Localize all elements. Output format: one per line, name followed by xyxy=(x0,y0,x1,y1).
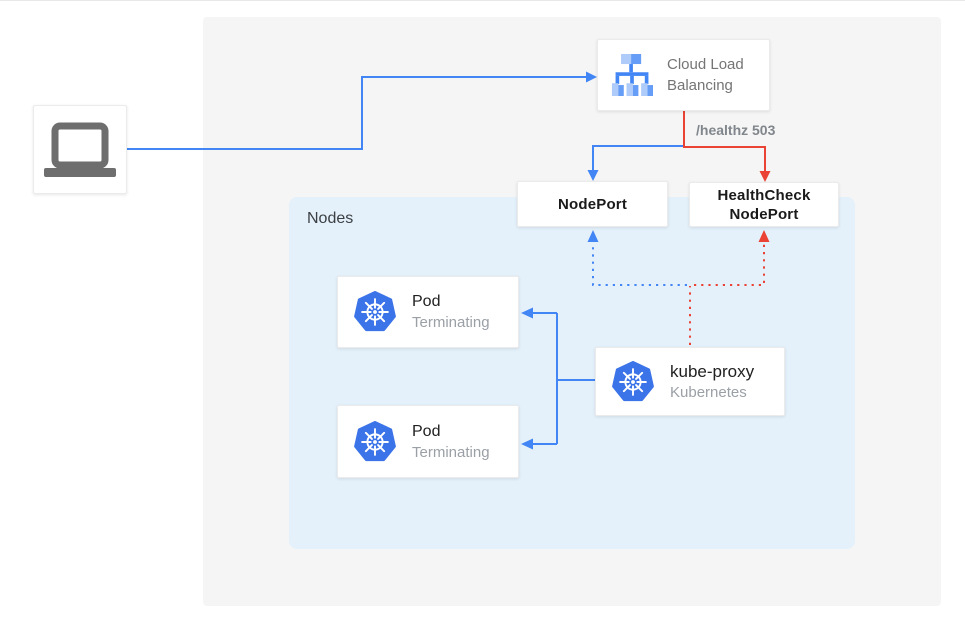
pod-node-1: Pod Terminating xyxy=(337,276,519,348)
pod-1-status: Terminating xyxy=(412,314,490,331)
client-node xyxy=(33,105,127,194)
kube-proxy-labels: kube-proxy Kubernetes xyxy=(670,361,754,403)
healthz-edge-label: /healthz 503 xyxy=(696,122,776,138)
cloud-load-balancing-icon xyxy=(611,54,653,96)
pod-node-2: Pod Terminating xyxy=(337,405,519,478)
pod-1-labels: Pod Terminating xyxy=(412,291,490,333)
nodes-group-label: Nodes xyxy=(307,210,354,227)
cloud-load-balancing-node: Cloud Load Balancing xyxy=(597,39,770,111)
healthcheck-nodeport-node: HealthCheck NodePort xyxy=(689,182,839,227)
kube-proxy-title: kube-proxy xyxy=(670,361,755,381)
kubernetes-icon xyxy=(354,291,396,332)
kubernetes-icon xyxy=(612,360,654,401)
laptop-icon xyxy=(44,122,116,177)
pod-2-status: Terminating xyxy=(412,443,490,461)
pod-1-title: Pod xyxy=(412,293,441,310)
pod-2-labels: Pod Terminating xyxy=(412,421,490,463)
cloud-load-balancing-label: Cloud Load Balancing xyxy=(667,56,744,94)
nodeport-node: NodePort xyxy=(517,181,668,227)
kube-proxy-subtitle: Kubernetes xyxy=(670,383,747,401)
pod-2-title: Pod xyxy=(412,422,441,440)
kube-proxy-node: kube-proxy Kubernetes xyxy=(595,347,785,416)
kubernetes-icon xyxy=(354,420,396,461)
